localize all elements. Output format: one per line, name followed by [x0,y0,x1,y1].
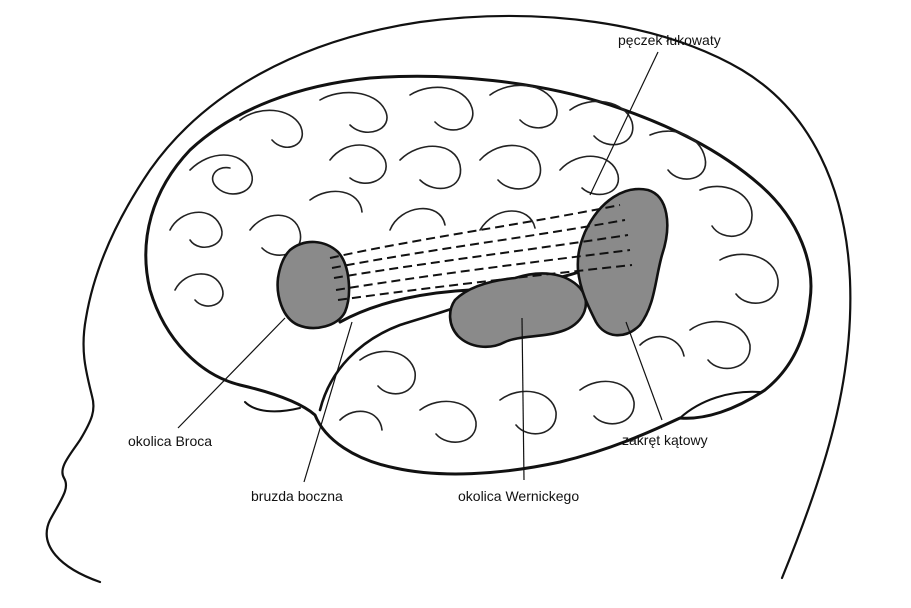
leader-lateral-sulcus [303,321,353,483]
label-lateral-sulcus: bruzda boczna [251,488,343,504]
head-outline [45,14,852,584]
gyri-pattern [169,84,779,443]
brain-outline [144,74,813,476]
leader-arcuate [589,51,659,196]
leader-wernicke [521,317,525,481]
leader-broca [177,317,286,429]
broca-area-region [276,240,351,330]
label-angular-gyrus: zakręt kątowy [622,432,708,448]
arcuate-fasciculus-bundle [329,204,633,301]
label-broca-area: okolica Broca [128,433,212,449]
label-arcuate-fasciculus: pęczek łukowaty [618,32,721,48]
cerebellum-hint [679,390,761,419]
wernicke-area-region [448,272,588,349]
angular-gyrus-region [576,187,669,337]
brainstem-hint [244,401,301,413]
label-wernicke-area: okolica Wernickego [458,488,579,504]
leader-angular [625,321,663,421]
